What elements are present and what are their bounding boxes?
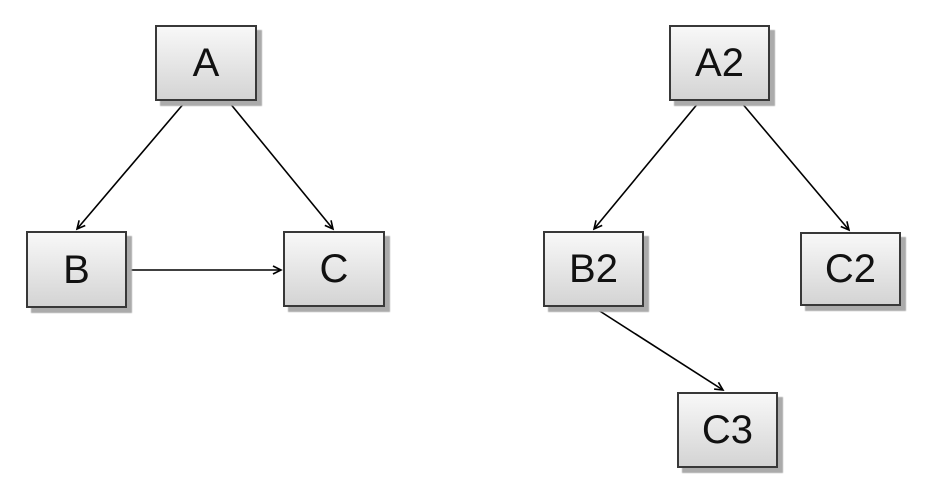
node-label: B2 xyxy=(569,247,618,291)
edge-group xyxy=(75,101,851,391)
node-C3[interactable]: C3 xyxy=(677,392,778,468)
node-A2[interactable]: A2 xyxy=(669,25,770,101)
node-C2[interactable]: C2 xyxy=(800,232,901,306)
node-A[interactable]: A xyxy=(155,25,257,101)
edge-A2-C2[interactable] xyxy=(740,101,851,232)
edge-A-B[interactable] xyxy=(75,101,186,231)
node-label: C2 xyxy=(824,247,877,291)
node-label: A xyxy=(192,41,220,85)
node-label: C3 xyxy=(701,408,754,452)
node-B2[interactable]: B2 xyxy=(543,231,644,307)
node-label: A2 xyxy=(695,41,744,85)
edge-B2-C3[interactable] xyxy=(594,307,725,391)
node-B[interactable]: B xyxy=(26,231,127,308)
node-label: C xyxy=(319,247,349,291)
node-C[interactable]: C xyxy=(283,231,385,307)
edge-A2-B2[interactable] xyxy=(592,101,700,231)
edge-A-C[interactable] xyxy=(228,101,335,231)
node-label: B xyxy=(63,247,90,292)
